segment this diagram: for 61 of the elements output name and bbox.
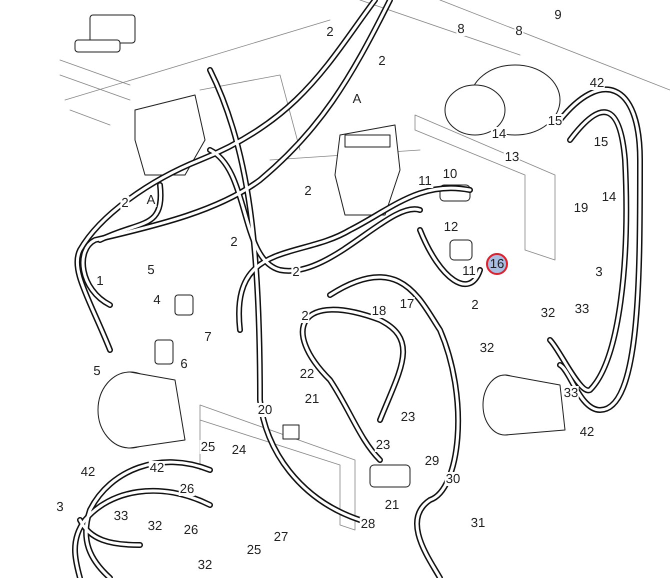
callout-number: 23 (374, 438, 392, 452)
callout-number: 24 (230, 443, 248, 457)
callout-number: 32 (540, 306, 556, 320)
callout-number: 11 (461, 264, 477, 278)
callout-number: 21 (384, 498, 400, 512)
callout-number: 25 (246, 543, 262, 557)
callout-number: 31 (470, 516, 486, 530)
callout-number: 18 (370, 304, 388, 318)
callout-number: 42 (148, 461, 166, 475)
callout-number: 9 (553, 8, 563, 22)
callout-number: 23 (400, 410, 416, 424)
callout-number: 27 (272, 530, 290, 544)
callout-number: 32 (196, 558, 214, 572)
callout-number: A (146, 193, 156, 207)
callout-number: 21 (304, 392, 320, 406)
callout-number: 22 (298, 367, 316, 381)
callout-number: 15 (592, 135, 610, 149)
callout-number: 5 (146, 263, 156, 277)
callout-number: 33 (112, 509, 130, 523)
callout-number: 14 (490, 127, 508, 141)
callout-number: 33 (562, 386, 580, 400)
highlighted-callout-number: 16 (486, 253, 508, 275)
callout-number: 11 (417, 174, 433, 188)
callout-number: 32 (478, 341, 496, 355)
callout-number: 8 (456, 22, 466, 36)
callout-number: 8 (514, 24, 524, 38)
callout-number: 33 (574, 302, 590, 316)
callout-number: 14 (600, 190, 618, 204)
callout-number: 6 (179, 357, 189, 371)
callout-number: 5 (92, 364, 102, 378)
callout-number: 10 (442, 167, 458, 181)
callout-number: 15 (546, 114, 564, 128)
callout-number: 12 (442, 220, 460, 234)
callout-number: 2 (303, 184, 313, 198)
callout-number: 4 (152, 293, 162, 307)
callout-number: 2 (377, 54, 387, 68)
callout-number: 17 (398, 297, 416, 311)
callout-number: 29 (424, 454, 440, 468)
callout-number: 25 (200, 440, 216, 454)
callout-number: 28 (360, 517, 376, 531)
callout-number: 2 (229, 235, 239, 249)
callout-number: 2 (120, 196, 130, 210)
callout-number: 2 (325, 25, 335, 39)
callout-number: A (352, 92, 362, 106)
callout-number: 19 (572, 201, 590, 215)
callout-number: 42 (578, 425, 596, 439)
callout-number: 30 (444, 472, 462, 486)
callout-number: 42 (588, 76, 606, 90)
callout-number: 13 (504, 150, 520, 164)
callout-number: 42 (80, 465, 96, 479)
callout-number: 7 (203, 330, 213, 344)
callout-number: 3 (55, 500, 65, 514)
callout-number: 1 (95, 274, 105, 288)
callout-number: 20 (256, 403, 274, 417)
callout-number: 26 (178, 482, 196, 496)
callout-number: 32 (146, 519, 164, 533)
callout-number: 2 (300, 309, 310, 323)
callout-number: 26 (182, 523, 200, 537)
callout-number: 3 (594, 265, 604, 279)
callout-number: 2 (291, 265, 301, 279)
callout-number: 2 (470, 298, 480, 312)
